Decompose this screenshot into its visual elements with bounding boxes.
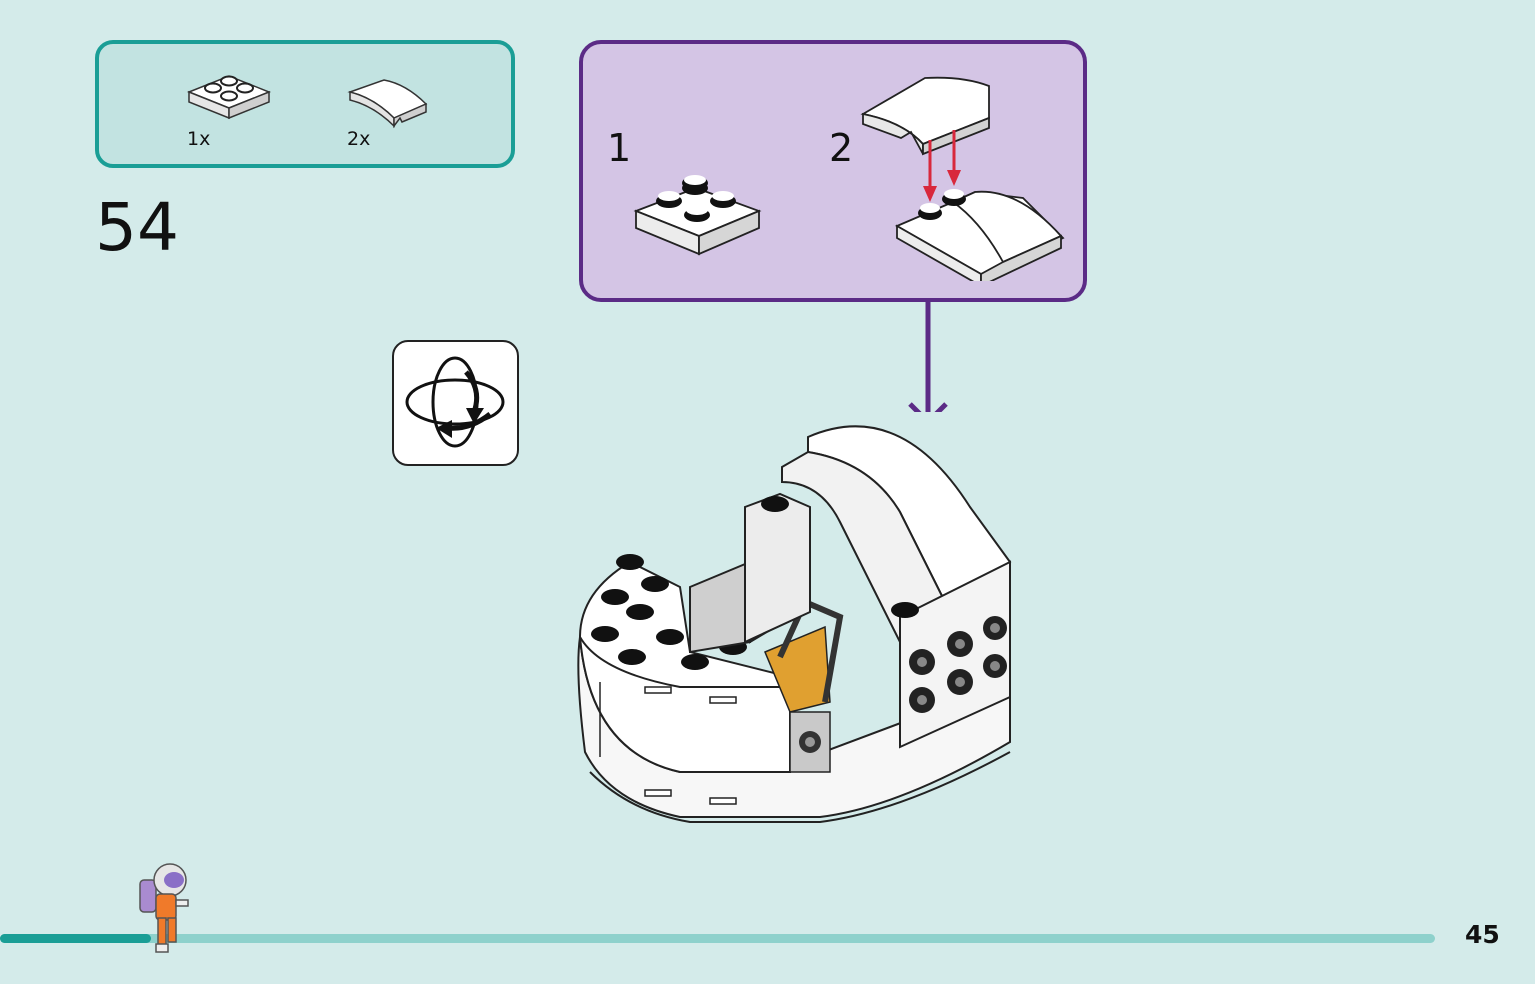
spaceship-model-illustration — [570, 412, 1020, 832]
astronaut-mascot-icon — [139, 863, 189, 953]
substep-2-slope-attach-icon — [860, 76, 1065, 281]
plate-2x2-icon — [186, 75, 272, 120]
parts-list: 1x 2x — [95, 40, 515, 168]
substep-1-plate-icon — [633, 175, 762, 256]
progress-bar — [0, 934, 1435, 943]
progress-bar-fill — [0, 934, 151, 943]
attach-arrow — [908, 300, 948, 426]
page-number: 45 — [1465, 920, 1500, 949]
step-number: 54 — [95, 189, 179, 266]
rotate-model-icon — [405, 356, 505, 448]
rotate-model-indicator — [392, 340, 519, 466]
curved-slope-icon — [347, 79, 428, 129]
substep-number-1: 1 — [607, 126, 632, 170]
plate-quantity: 1x — [187, 128, 211, 150]
subassembly-callout: 1 2 — [579, 40, 1087, 302]
substep-number-2: 2 — [829, 126, 854, 170]
slope-quantity: 2x — [347, 128, 371, 150]
